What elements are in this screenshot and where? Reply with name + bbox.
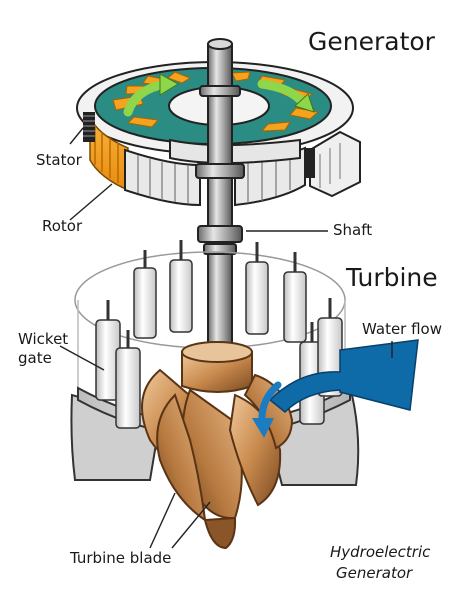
shaft [195, 38, 245, 375]
rotation-arrows [123, 73, 315, 117]
water-flow-label: Water flow [362, 320, 443, 338]
stator-label: Stator [36, 151, 82, 169]
turbine-title: Turbine [346, 263, 438, 292]
water-flow-arrow [252, 339, 419, 438]
turbine-blades [141, 368, 294, 550]
shaft-label: Shaft [333, 221, 373, 239]
stator-teeth [83, 112, 95, 142]
leader-lines [59, 127, 393, 549]
stator-front-wall [124, 130, 361, 207]
wicket-gates-back [133, 240, 307, 343]
turbine-blade-label: Turbine blade [70, 549, 172, 567]
turbine-assembly [70, 240, 419, 550]
generator-title: Generator [308, 27, 435, 56]
caption-line2: Generator [336, 564, 413, 582]
wicket-gate-label-line2: gate [18, 349, 52, 367]
caption-line1: Hydroelectric [330, 543, 431, 561]
rotor-coils [89, 115, 129, 192]
rotor-label: Rotor [42, 217, 83, 235]
wicket-gate-label-line1: Wicket [18, 330, 69, 348]
